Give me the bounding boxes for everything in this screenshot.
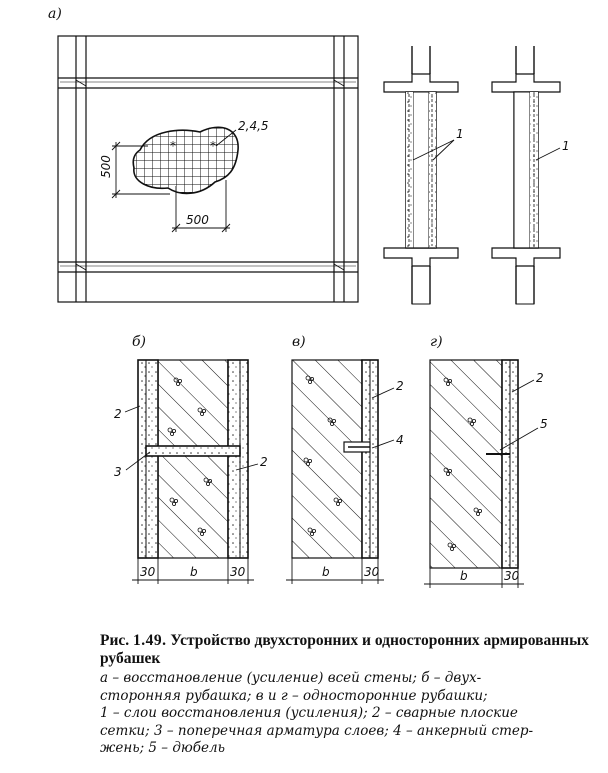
panel-g-label: г) <box>430 334 443 350</box>
section-two-sided <box>383 46 459 305</box>
panel-b-dim-left: 30 <box>140 565 156 579</box>
section1-callout-1: 1 <box>456 127 464 141</box>
panel-v-callout-4: 4 <box>396 433 404 447</box>
caption-line: сетки; 3 – поперечная арматура слоев; 4 … <box>100 722 534 739</box>
caption-line: а – восстановление (усиление) всей стены… <box>100 670 482 686</box>
caption-line: 1 – слои восстановления (усиления); 2 – … <box>100 705 518 721</box>
caption-title: Рис. 1.49. Устройство двухсторонних и од… <box>100 632 600 668</box>
panel-b-callout-2-left: 2 <box>114 407 122 421</box>
section2-callout-1: 1 <box>562 139 570 153</box>
panel-v-callout-2: 2 <box>396 379 404 393</box>
caption-number: 1.49. <box>133 632 167 649</box>
panel-v-dim-right: 30 <box>364 565 380 579</box>
panel-v-label: в) <box>292 334 306 350</box>
panel-g-dim-right: 30 <box>504 569 520 583</box>
panel-b-callout-3: 3 <box>114 465 122 479</box>
panel-g: г) 2 5 b 30 <box>424 334 548 588</box>
figure-drawing: а) * * 2,4,5 <box>48 6 570 588</box>
dim-vertical: 500 <box>99 155 113 178</box>
caption-line: сторонняя рубашка; в и г – односторонние… <box>100 687 488 704</box>
panel-a: а) * * 2,4,5 <box>48 6 359 303</box>
section-one-sided <box>491 46 561 305</box>
panel-b: б) 2 3 2 <box>114 334 268 584</box>
caption-prefix: Рис. <box>100 632 130 649</box>
panel-b-callout-2-right: 2 <box>260 455 268 469</box>
svg-text:*: * <box>170 139 176 153</box>
patch-callout: 2,4,5 <box>238 119 269 133</box>
caption-line: жень; 5 – дюбель <box>100 740 225 756</box>
caption-title-text: Устройство двухсторонних и односторонних… <box>100 632 589 667</box>
panel-b-dim-right: 30 <box>230 565 246 579</box>
figure-caption: Рис. 1.49. Устройство двухсторонних и од… <box>100 632 600 758</box>
panel-v-dim-mid: b <box>322 565 330 579</box>
panel-g-callout-5: 5 <box>540 417 548 431</box>
caption-legend: а – восстановление (усиление) всей стены… <box>100 670 570 758</box>
panel-b-dim-mid: b <box>190 565 198 579</box>
svg-text:*: * <box>210 139 216 153</box>
panel-g-dim-mid: b <box>460 569 468 583</box>
patch-area <box>132 126 239 195</box>
panel-a-label: а) <box>48 6 62 22</box>
dim-horizontal: 500 <box>186 213 209 227</box>
panel-v: в) 2 4 b 30 <box>286 334 404 584</box>
panel-g-callout-2: 2 <box>536 371 544 385</box>
panel-b-label: б) <box>132 334 146 350</box>
